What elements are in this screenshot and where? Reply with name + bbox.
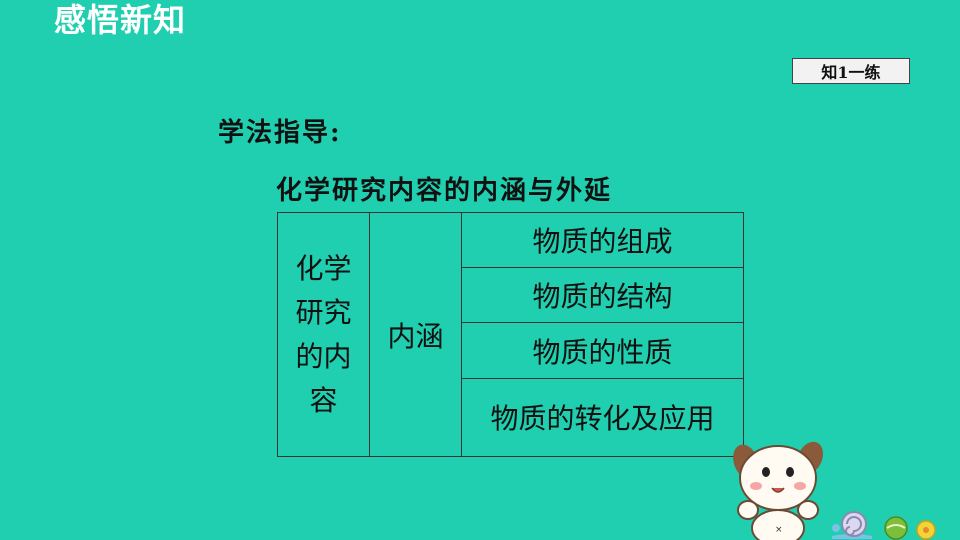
snail-icon [832,511,872,539]
item-cell: 物质的性质 [461,322,744,379]
slide-title: 感悟新知 [54,1,187,39]
guide-label: 学法指导: [218,118,342,148]
green-ball-icon [884,516,908,540]
connotation-cell: 内涵 [369,212,462,457]
table-row: 化学 研究 的内 容 内涵 物质的组成 [277,211,744,457]
item-cell: 物质的结构 [461,267,744,324]
category-line: 化学 [295,251,352,285]
dog-mascot-icon: × [733,441,824,540]
category-line: 容 [309,383,338,417]
content-table: 化学 研究 的内 容 内涵 物质的组成 物质的结构 物质的性质 物质的转化及应用 [277,211,744,458]
table-row: 物质的结构 [278,267,744,324]
table-caption: 化学研究内容的内涵与外延 [276,176,613,206]
svg-text:×: × [775,525,783,535]
item-cell: 物质的组成 [461,211,744,269]
table-row: 物质的性质 [278,322,744,379]
item-cell: 物质的转化及应用 [461,377,744,458]
category-line: 的内 [295,339,352,373]
yellow-ball-icon [916,520,936,540]
category-cell: 化学 研究 的内 容 [277,212,370,457]
practice-badge[interactable]: 知1一练 [792,58,910,84]
table-row: 物质的转化及应用 [278,377,744,458]
category-line: 研究 [295,295,352,329]
